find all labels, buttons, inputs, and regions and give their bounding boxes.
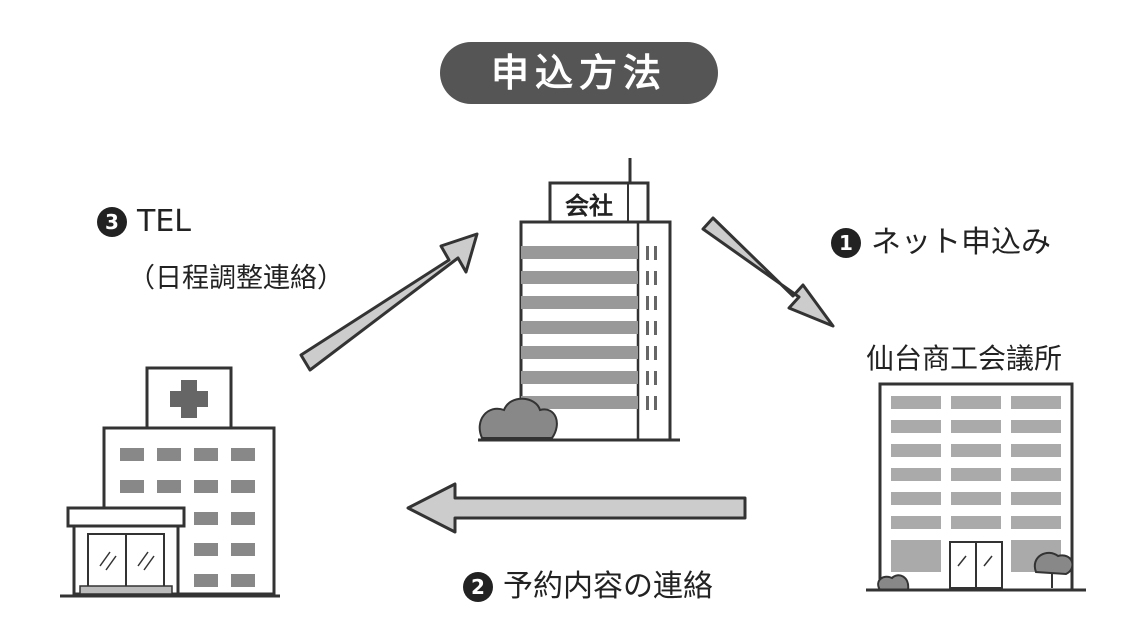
- arrow-hospital-to-company: [299, 232, 479, 372]
- cross-icon: [170, 380, 208, 418]
- step-1-label: 1 ネット申込み: [831, 217, 1051, 261]
- step-1-text: ネット申込み: [871, 225, 1051, 260]
- hospital-windows: [120, 448, 255, 587]
- step-3-text: TEL: [137, 204, 191, 239]
- company-building: [478, 158, 680, 442]
- step-3-sub: （日程調整連絡）: [128, 263, 344, 294]
- chamber-windows: [891, 396, 1061, 572]
- step-2-number: 2: [463, 572, 493, 602]
- step-3-label: 3 TEL: [97, 204, 191, 239]
- chamber-door: [949, 541, 1003, 589]
- step-3-number: 3: [97, 207, 127, 237]
- step-2-label: 2 予約内容の連絡: [463, 561, 713, 605]
- step-2-text: 予約内容の連絡: [503, 569, 713, 604]
- chamber-label: 仙台商工会議所: [866, 342, 1063, 375]
- chamber-building: [866, 382, 1086, 592]
- arrow-chamber-to-hospital: [406, 482, 747, 534]
- arrow-company-to-chamber: [701, 216, 835, 328]
- company-side-windows: [646, 246, 657, 410]
- page-title: 申込方法: [440, 42, 718, 104]
- company-sign: 会社: [565, 192, 613, 220]
- hospital-building: [60, 366, 280, 598]
- bush: [478, 397, 558, 439]
- company-floor-bands: [521, 246, 638, 409]
- step-1-number: 1: [831, 228, 861, 258]
